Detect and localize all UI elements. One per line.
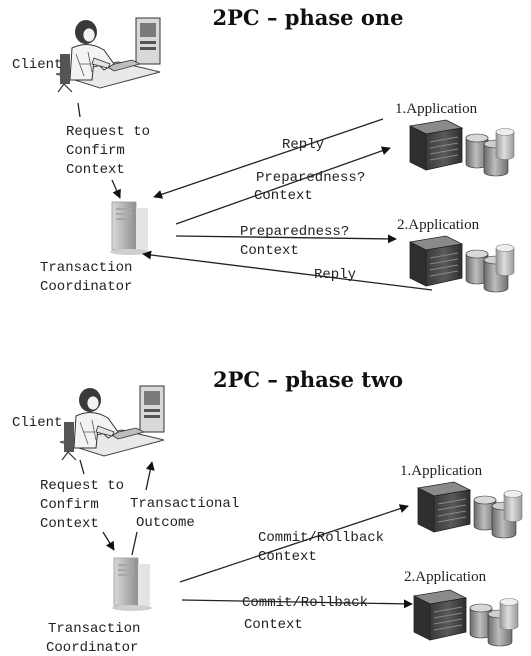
coordinator-label-line2: Coordinator	[46, 640, 138, 656]
request-to-confirm-label: Request to Confirm Context	[66, 124, 150, 178]
reply-arrow-1	[153, 118, 384, 199]
coordinator-label-line2: Coordinator	[40, 279, 132, 295]
request-arrow	[102, 531, 115, 551]
client-label: Client	[12, 415, 62, 431]
svg-text:Context: Context	[66, 162, 125, 178]
coordinator-label-line1: Transaction	[40, 260, 132, 276]
coordinator-server-icon	[111, 557, 153, 612]
client-workstation-icon	[55, 17, 161, 93]
application-1-label: 1.Application	[400, 463, 483, 479]
application-1-label: 1.Application	[395, 101, 478, 117]
svg-text:Context: Context	[244, 617, 303, 633]
svg-text:Confirm: Confirm	[40, 497, 99, 513]
coordinator-server-icon	[109, 201, 151, 256]
preparedness-label-2: Preparedness? Context	[240, 224, 349, 259]
outcome-line-from-coordinator	[131, 531, 138, 556]
coordinator-label-line1: Transaction	[48, 621, 140, 637]
preparedness-arrow-1	[175, 146, 391, 225]
application-2-label: 2.Application	[404, 569, 487, 585]
svg-text:Context: Context	[258, 549, 317, 565]
svg-text:Outcome: Outcome	[136, 515, 195, 531]
commit-rollback-arrow-2	[181, 599, 413, 609]
svg-text:Transactional: Transactional	[130, 496, 239, 512]
application-1-icon	[409, 119, 515, 177]
client-label: Client	[12, 57, 62, 73]
commit-rollback-label-1: Commit/Rollback Context	[258, 530, 384, 565]
client-workstation-icon	[59, 385, 165, 461]
reply-label-1: Reply	[282, 137, 324, 153]
svg-text:Context: Context	[254, 188, 313, 204]
phase-two-title: 2PC – phase two	[213, 367, 403, 392]
request-to-confirm-label: Request to Confirm Context	[40, 478, 124, 532]
svg-text:Preparedness?: Preparedness?	[240, 224, 349, 240]
svg-text:Commit/Rollback: Commit/Rollback	[258, 530, 384, 546]
svg-text:Request to: Request to	[40, 478, 124, 494]
preparedness-arrow-2	[175, 234, 397, 244]
client-tick-line	[77, 102, 81, 118]
svg-text:Commit/Rollback: Commit/Rollback	[242, 595, 368, 611]
svg-text:Confirm: Confirm	[66, 143, 125, 159]
commit-rollback-label-2: Commit/Rollback Context	[242, 595, 368, 633]
commit-rollback-arrow-1	[179, 504, 409, 583]
request-arrow	[111, 179, 121, 199]
svg-text:Context: Context	[240, 243, 299, 259]
svg-text:Preparedness?: Preparedness?	[256, 170, 365, 186]
preparedness-label-1: Preparedness? Context	[254, 170, 365, 204]
client-tick-line	[79, 459, 85, 475]
phase-one-section: 2PC – phase one Client Request to Confir…	[12, 5, 515, 295]
phase-one-title: 2PC – phase one	[213, 5, 404, 30]
application-2-label: 2.Application	[397, 217, 480, 233]
reply-label-2: Reply	[314, 267, 356, 283]
transactional-outcome-label: Transactional Outcome	[130, 496, 239, 531]
application-2-icon	[409, 235, 515, 293]
application-2-icon	[413, 589, 519, 647]
application-1-icon	[417, 481, 523, 539]
outcome-arrow-up	[145, 461, 155, 491]
svg-text:Context: Context	[40, 516, 99, 532]
svg-text:Request to: Request to	[66, 124, 150, 140]
reply-arrow-2	[142, 250, 433, 291]
phase-two-section: 2PC – phase two Client Request to Confir…	[12, 367, 523, 656]
